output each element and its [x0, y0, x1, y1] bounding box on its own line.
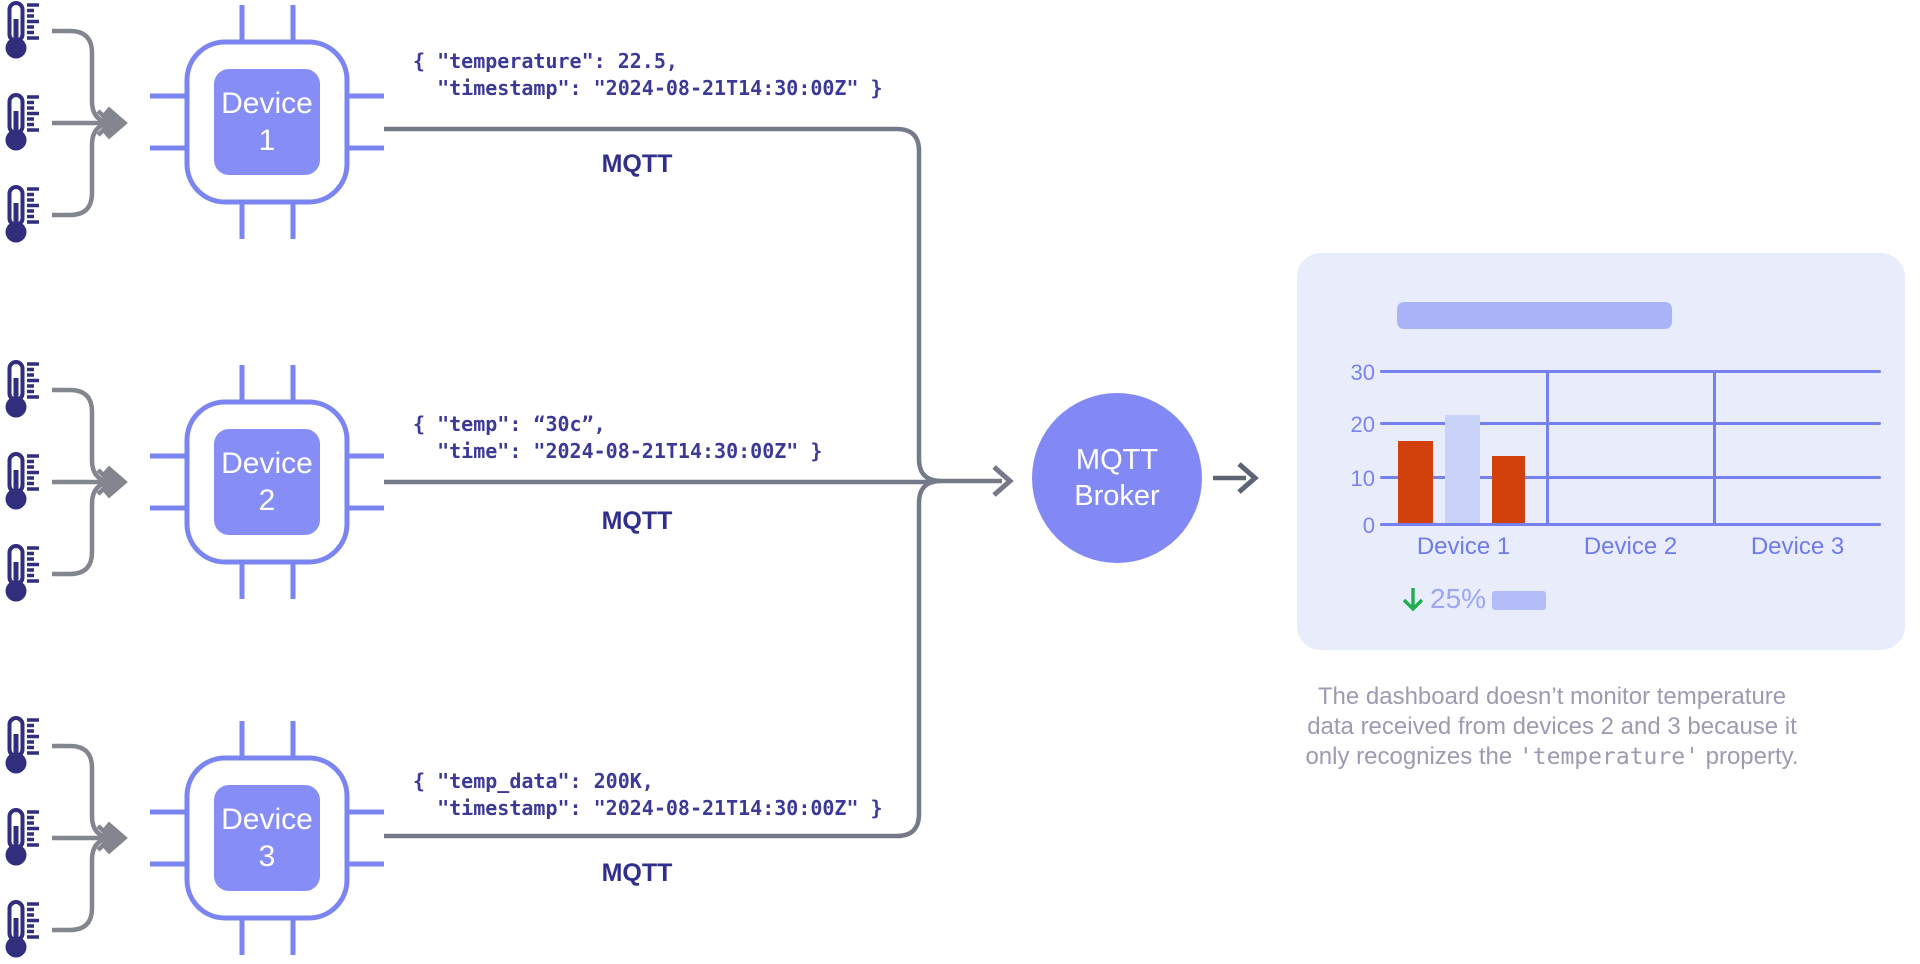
sensor-connector-2 [52, 387, 128, 577]
protocol-label-1: MQTT [601, 150, 673, 178]
x-axis-labels: Device 1 Device 2 Device 3 [1380, 533, 1881, 561]
gridline [1380, 422, 1881, 425]
down-arrow-icon [1402, 588, 1424, 612]
gridline-vertical [1713, 371, 1716, 526]
thermometer-icon [6, 454, 40, 510]
x-axis-label-device3: Device 3 [1750, 533, 1845, 560]
trend-value: 25% [1430, 583, 1487, 614]
y-axis-label: 0 [1362, 513, 1375, 538]
thermometer-icon [6, 3, 40, 59]
json-message-1: { "temperature": 22.5, "timestamp": "202… [413, 49, 883, 100]
sensor-connector-3 [52, 743, 128, 933]
bar-chart-plot [1380, 370, 1881, 526]
json-message-3: { "temp_data": 200K, "timestamp": "2024-… [413, 769, 883, 820]
caption-line-1: The dashboard doesn’t monitor temperatur… [1317, 683, 1787, 710]
bar-device1-red-a [1398, 441, 1433, 523]
thermometer-icon [6, 362, 40, 418]
thermometer-icon [6, 718, 40, 774]
chart-title-placeholder [1397, 302, 1672, 329]
trend-stat: 25% [1400, 583, 1547, 615]
gridline-baseline [1380, 523, 1881, 526]
thermometer-icon [6, 95, 40, 151]
merge-arrow-icon [103, 106, 128, 140]
sensor-group-2 [6, 362, 40, 602]
gridline-vertical [1546, 371, 1549, 526]
gridline [1380, 476, 1881, 479]
y-axis-label: 30 [1350, 360, 1375, 385]
thermometer-icon [6, 546, 40, 602]
bar-device1-red-b [1492, 456, 1525, 523]
caption: The dashboard doesn’t monitor temperatur… [1252, 682, 1852, 772]
mqtt-pipe-1 [384, 126, 942, 484]
legend-placeholder [1492, 591, 1547, 610]
x-axis-label-device2: Device 2 [1583, 533, 1678, 560]
broker-circle [1032, 393, 1202, 563]
broker-in-arrow-icon [992, 465, 1014, 497]
sensor-group-3 [6, 718, 40, 958]
chip-label-1: Device 1 [221, 87, 313, 157]
dashboard-card: 30 20 10 0 Device 1 Device 2 Device 3 25… [1297, 253, 1905, 650]
x-axis-label-device1: Device 1 [1416, 533, 1511, 560]
mqtt-pipe-3 [384, 478, 942, 839]
y-axis-label: 10 [1350, 466, 1375, 491]
caption-line-2: data received from devices 2 and 3 becau… [1307, 713, 1797, 740]
sensor-connector-1 [52, 28, 128, 218]
broker-label: MQTT Broker [1074, 444, 1160, 512]
merge-arrow-icon [103, 821, 128, 855]
protocol-label-2: MQTT [601, 507, 673, 535]
broker-out-arrow-icon [1213, 462, 1259, 494]
chip-label-3: Device 3 [221, 803, 313, 873]
bar-device1-light [1445, 415, 1480, 523]
thermometer-icon [6, 902, 40, 958]
chip-label-2: Device 2 [221, 447, 313, 517]
json-message-2: { "temp": “30c”, "time": "2024-08-21T14:… [413, 412, 823, 463]
protocol-label-3: MQTT [601, 859, 673, 887]
thermometer-icon [6, 810, 40, 866]
sensor-group-1 [6, 3, 40, 243]
gridline [1380, 370, 1881, 373]
y-axis-label: 20 [1350, 412, 1375, 437]
caption-code-temperature: 'temperature' [1518, 744, 1699, 770]
merge-arrow-icon [103, 465, 128, 499]
caption-line-3: only recognizes the 'temperature' proper… [1305, 743, 1799, 770]
mqtt-pipes [384, 126, 1014, 839]
thermometer-icon [6, 187, 40, 243]
